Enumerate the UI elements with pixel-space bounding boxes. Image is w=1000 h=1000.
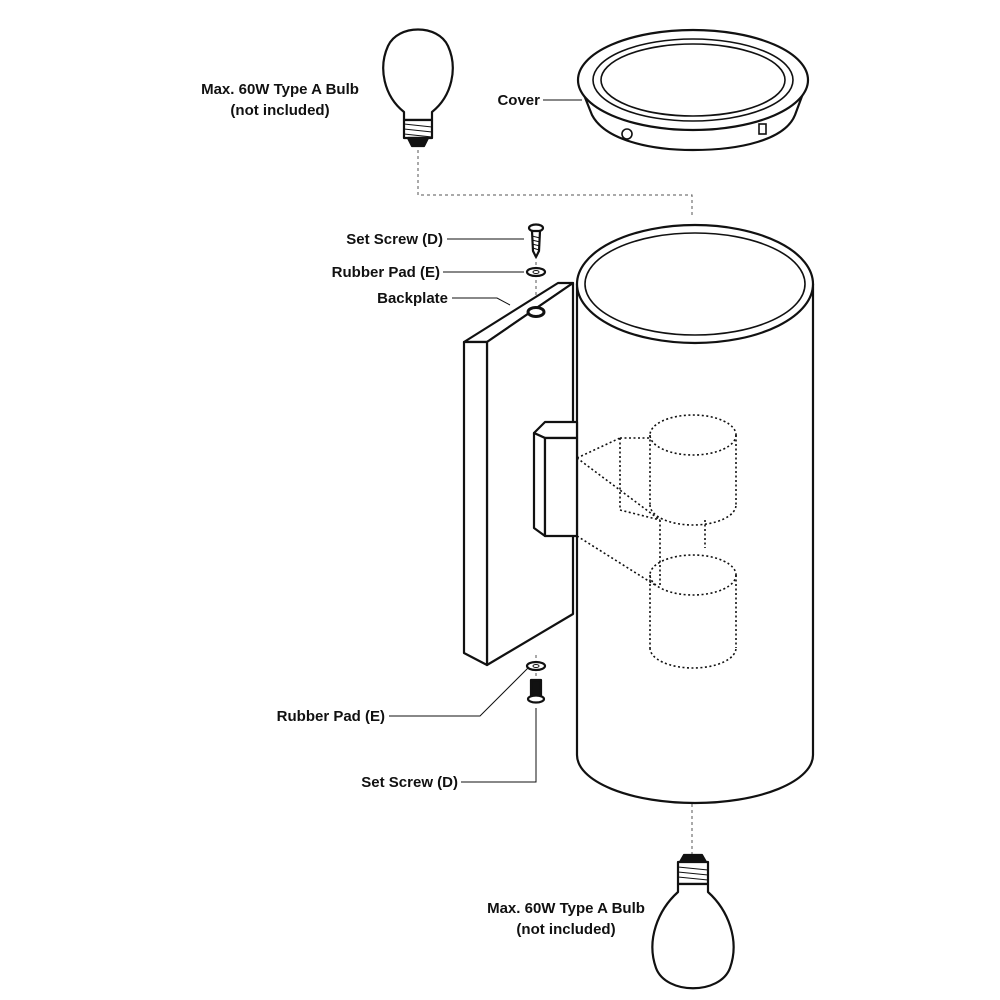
bulb-bottom-label-line2: (not included) [516, 921, 615, 938]
hidden-socket-assembly [576, 414, 737, 669]
mounting-arm [532, 420, 579, 538]
bottom-rubber-pad [525, 660, 547, 672]
bulb-top-label-line2: (not included) [230, 102, 329, 119]
backplate-part [462, 281, 575, 667]
bulb-bottom-label-line1: Max. 60W Type A Bulb [487, 900, 645, 917]
top-set-screw [527, 223, 545, 259]
set-screw-top-label: Set Screw (D) [346, 231, 443, 248]
leader-lines [389, 99, 582, 783]
top-rubber-pad [525, 266, 547, 278]
top-bulb [382, 28, 454, 148]
bottom-set-screw [526, 678, 546, 704]
cylinder-body [575, 223, 815, 805]
rubber-pad-top-label: Rubber Pad (E) [332, 264, 440, 281]
cover-part [576, 28, 810, 152]
bulb-top-label-line1: Max. 60W Type A Bulb [201, 81, 359, 98]
rubber-pad-bottom-label: Rubber Pad (E) [277, 708, 385, 725]
backplate-label: Backplate [377, 290, 448, 307]
cover-label: Cover [497, 92, 540, 109]
set-screw-bottom-label: Set Screw (D) [361, 774, 458, 791]
bottom-bulb [651, 853, 735, 990]
